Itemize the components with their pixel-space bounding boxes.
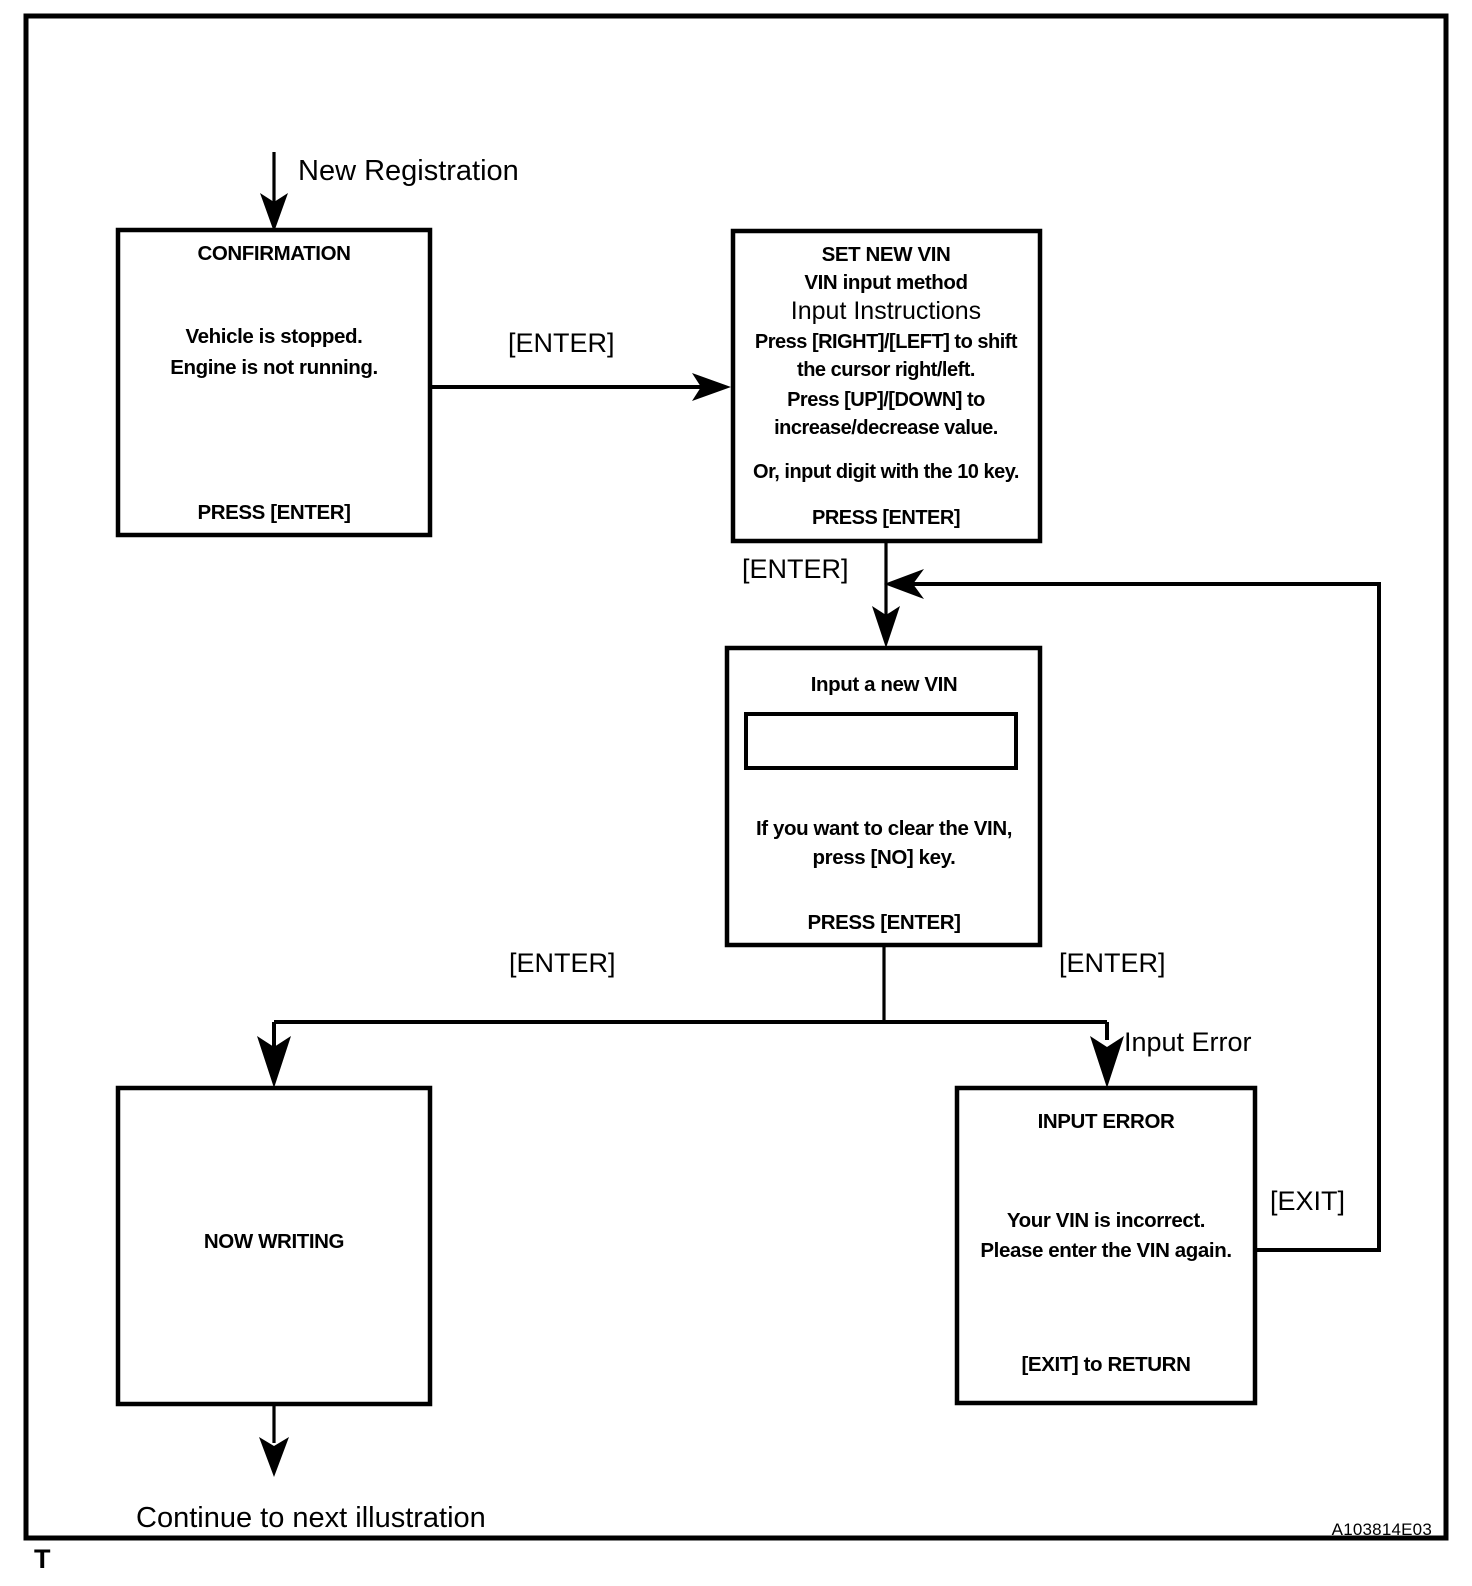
label-continue-next-illustration: Continue to next illustration xyxy=(136,1502,486,1534)
edge-setvin-to-input xyxy=(872,541,900,648)
input-error-box xyxy=(954,1085,1258,1406)
edge-input-to-input-error xyxy=(1090,1022,1124,1088)
input-new-vin-body-line-1: If you want to clear the VIN, xyxy=(756,817,1012,840)
edge-exit-loop-back xyxy=(884,569,1381,1252)
set-new-vin-heading: Input Instructions xyxy=(791,297,981,325)
arrow-head-exit-loop-back xyxy=(884,569,924,599)
set-new-vin-body-line-1: Press [RIGHT]/[LEFT] to shift xyxy=(755,331,1018,353)
edge-now-writing-to-continue xyxy=(259,1404,289,1477)
node-confirmation[interactable]: CONFIRMATION Vehicle is stopped. Engine … xyxy=(115,227,433,538)
now-writing-title: NOW WRITING xyxy=(204,1230,344,1253)
set-new-vin-body-line-3: Press [UP]/[DOWN] to xyxy=(787,389,985,411)
label-enter-confirmation-to-setvin: [ENTER] xyxy=(508,328,615,358)
illustration-border xyxy=(23,13,1449,1541)
set-new-vin-footer: PRESS [ENTER] xyxy=(812,507,960,529)
edge-input-branch-split xyxy=(274,945,1107,1024)
now-writing-box xyxy=(115,1085,433,1407)
label-enter-setvin-to-input: [ENTER] xyxy=(742,554,849,584)
arrow-head-to-continue xyxy=(259,1437,289,1477)
node-input-new-vin[interactable]: Input a new VIN If you want to clear the… xyxy=(724,645,1043,948)
corner-mark-t: T xyxy=(34,1544,51,1574)
input-new-vin-body-line-2: press [NO] key. xyxy=(813,846,956,869)
set-new-vin-body-line-5: Or, input digit with the 10 key. xyxy=(753,461,1019,483)
label-enter-input-to-now-writing: [ENTER] xyxy=(509,948,616,978)
figure-code: A103814E03 xyxy=(1332,1520,1432,1539)
edge-confirmation-to-setvin xyxy=(430,373,731,401)
label-enter-input-to-error: [ENTER] xyxy=(1059,948,1166,978)
input-error-body-line-2: Please enter the VIN again. xyxy=(980,1239,1231,1262)
confirmation-title: CONFIRMATION xyxy=(197,242,350,265)
arrow-head-setvin-to-input xyxy=(872,606,900,648)
node-set-new-vin[interactable]: SET NEW VIN VIN input method Input Instr… xyxy=(730,228,1043,544)
arrow-head-start xyxy=(260,193,288,232)
edge-input-to-now-writing xyxy=(257,1022,291,1088)
set-new-vin-title: SET NEW VIN xyxy=(822,243,951,266)
input-error-footer: [EXIT] to RETURN xyxy=(1022,1353,1191,1376)
arrow-head-to-input-error xyxy=(1090,1036,1124,1088)
arrow-head-to-now-writing xyxy=(257,1036,291,1088)
label-input-error-branch: Input Error xyxy=(1124,1027,1252,1057)
vin-input-field[interactable] xyxy=(744,712,1018,770)
label-exit-return: [EXIT] xyxy=(1270,1186,1345,1216)
input-error-body-line-1: Your VIN is incorrect. xyxy=(1007,1209,1205,1232)
set-new-vin-subtitle: VIN input method xyxy=(804,271,967,294)
input-new-vin-title: Input a new VIN xyxy=(811,673,958,696)
edge-start-to-confirmation xyxy=(260,152,288,232)
arrow-head-confirmation-to-setvin xyxy=(692,373,731,401)
confirmation-body-line-1: Vehicle is stopped. xyxy=(186,325,363,348)
confirmation-body-line-2: Engine is not running. xyxy=(170,356,378,379)
set-new-vin-body-line-4: increase/decrease value. xyxy=(774,417,998,439)
set-new-vin-box xyxy=(730,228,1043,544)
set-new-vin-body-line-2: the cursor right/left. xyxy=(797,359,975,381)
input-error-title: INPUT ERROR xyxy=(1038,1110,1175,1133)
input-new-vin-box xyxy=(724,645,1043,948)
confirmation-box xyxy=(115,227,433,538)
node-input-error[interactable]: INPUT ERROR Your VIN is incorrect. Pleas… xyxy=(954,1085,1258,1406)
input-new-vin-footer: PRESS [ENTER] xyxy=(807,911,960,934)
confirmation-footer: PRESS [ENTER] xyxy=(197,501,350,524)
node-now-writing[interactable]: NOW WRITING xyxy=(115,1085,433,1407)
label-new-registration: New Registration xyxy=(298,155,519,187)
